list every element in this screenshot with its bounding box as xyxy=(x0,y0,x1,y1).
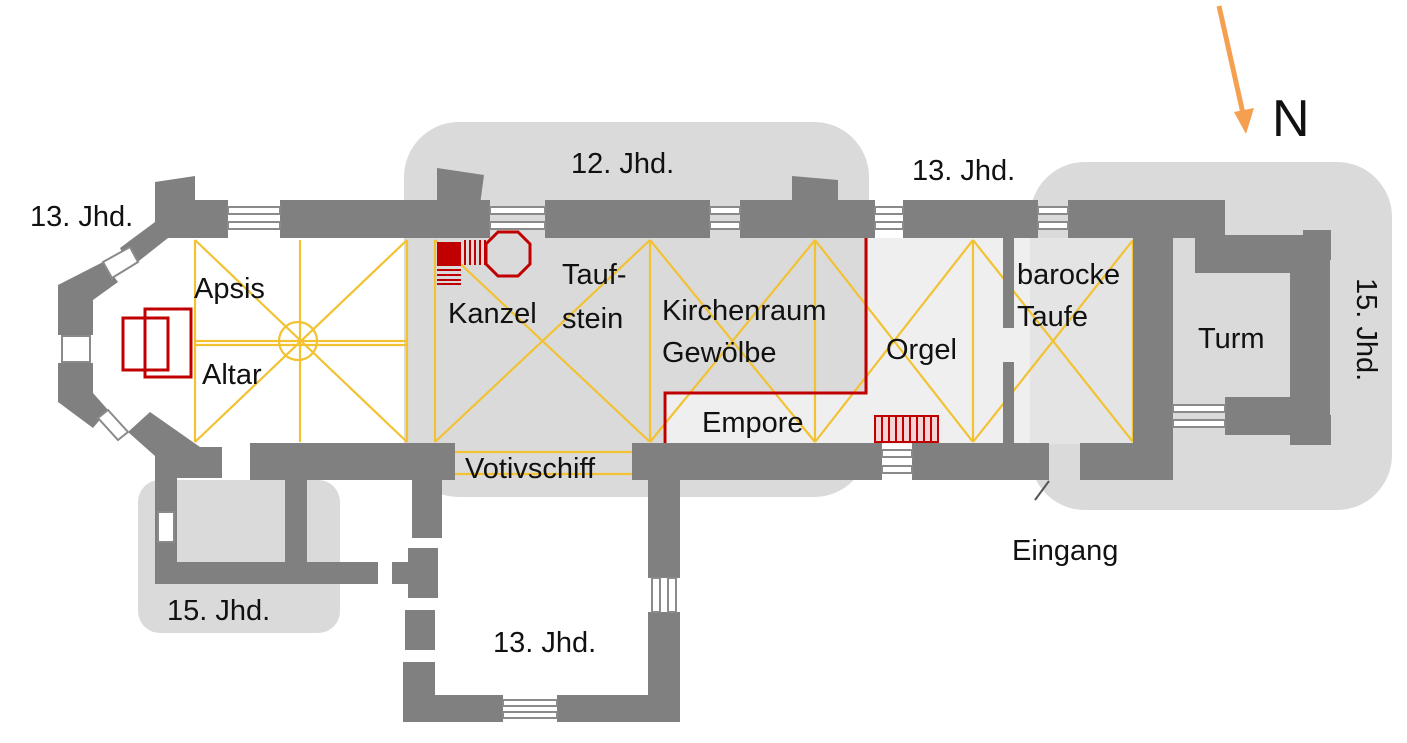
north-label: N xyxy=(1272,90,1310,148)
label-period-nave: 12. Jhd. xyxy=(571,148,674,180)
label-eingang: Eingang xyxy=(1012,535,1118,567)
label-taufstein-line2: stein xyxy=(562,303,623,335)
label-turm: Turm xyxy=(1198,323,1265,355)
organ-icon xyxy=(874,415,939,443)
label-empore: Empore xyxy=(702,407,804,439)
north-arrow-icon xyxy=(1216,5,1247,119)
label-period-tower: 15. Jhd. xyxy=(1350,278,1382,381)
label-period-mid: 13. Jhd. xyxy=(912,155,1015,187)
label-kirchenraum-line2: Gewölbe xyxy=(662,337,776,369)
vault-ribs xyxy=(193,239,1135,476)
label-barocke-line2: Taufe xyxy=(1017,301,1088,333)
label-votivschiff: Votivschiff xyxy=(465,453,596,485)
label-apsis: Apsis xyxy=(194,273,265,305)
label-orgel: Orgel xyxy=(886,334,957,366)
pulpit-stair-icon xyxy=(437,242,461,266)
label-period-sacristy: 13. Jhd. xyxy=(493,627,596,659)
baptismal-font-icon xyxy=(484,230,532,278)
empore-outline xyxy=(663,238,868,444)
label-kanzel: Kanzel xyxy=(448,298,537,330)
label-altar: Altar xyxy=(202,359,262,391)
walls xyxy=(58,168,1331,722)
furnishings xyxy=(121,230,939,444)
label-taufstein-line1: Tauf- xyxy=(562,259,626,291)
label-kirchenraum-line1: Kirchenraum xyxy=(662,295,826,327)
label-period-chapel: 15. Jhd. xyxy=(167,595,270,627)
label-barocke-line1: barocke xyxy=(1017,259,1120,291)
nave-tower-section xyxy=(1030,238,1133,444)
label-period-apse: 13. Jhd. xyxy=(30,201,133,233)
north-arrowhead-icon xyxy=(1234,108,1254,134)
